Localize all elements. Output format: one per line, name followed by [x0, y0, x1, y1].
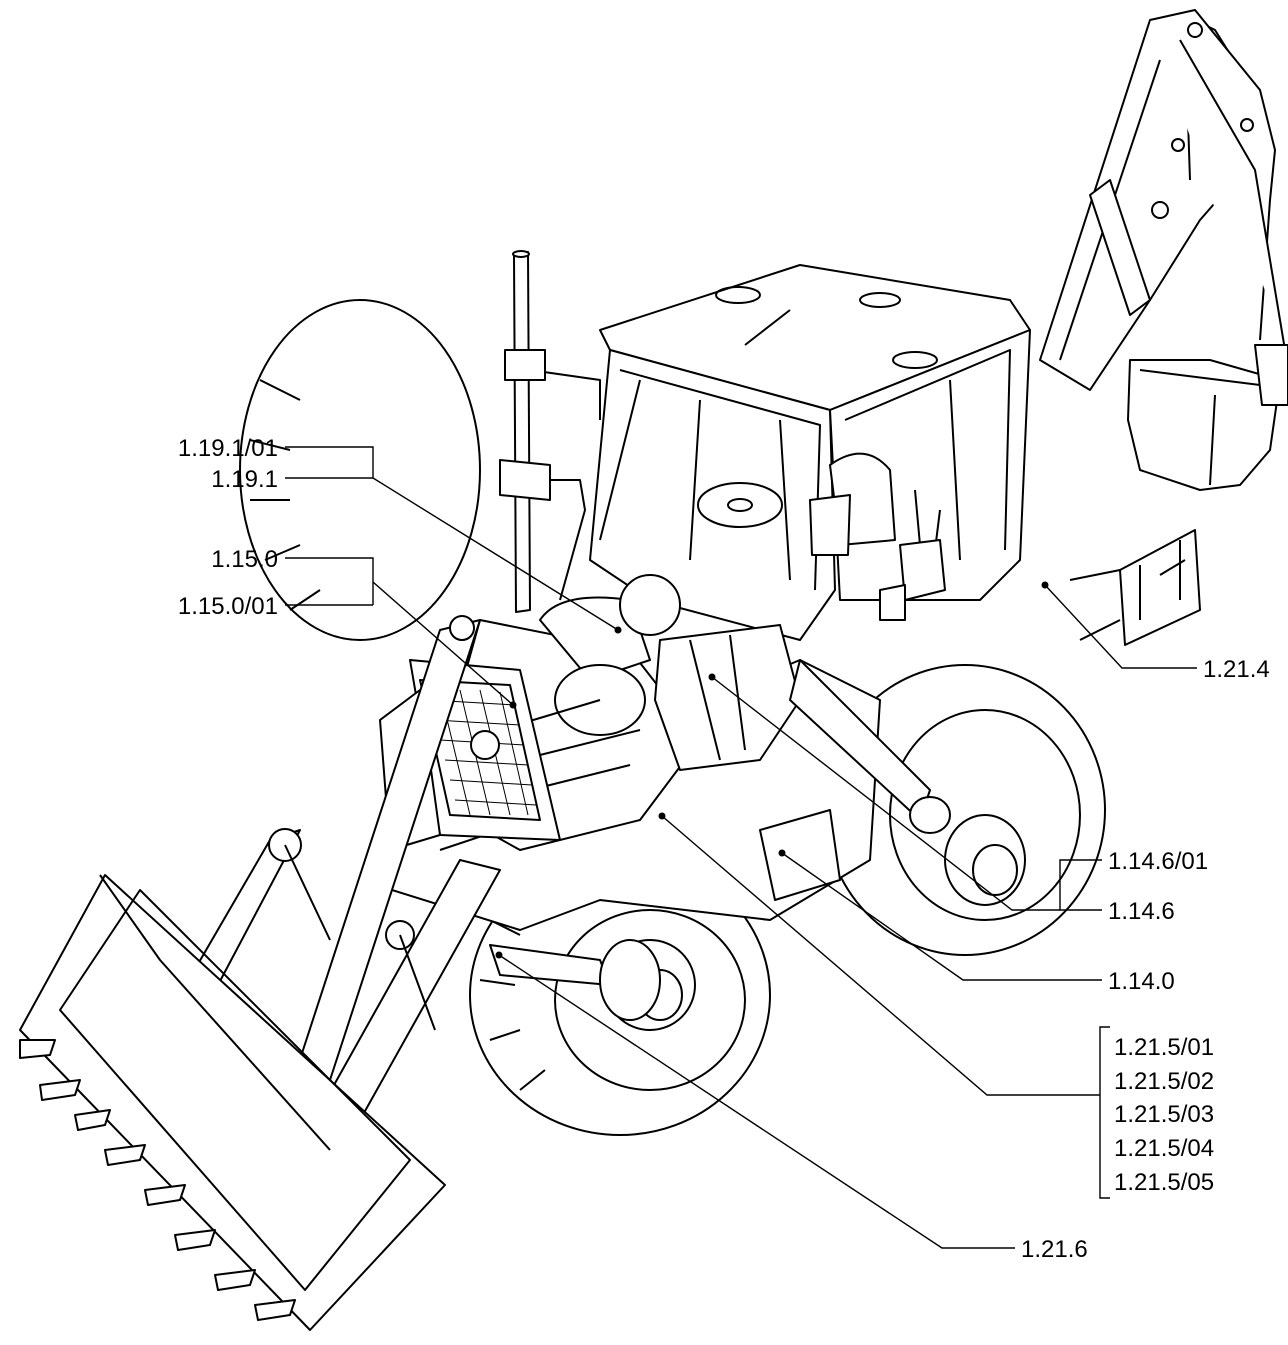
callout-1-21-5-05: 1.21.5/05: [1114, 1169, 1214, 1196]
callout-labels: 1.19.1/01 1.19.1 1.15.0 1.15.0/01 1.21.4…: [178, 435, 1270, 1263]
callout-1-15-0-01: 1.15.0/01: [178, 593, 278, 620]
front-bucket: [19, 874, 446, 1331]
callout-1-21-5-03: 1.21.5/03: [1114, 1101, 1214, 1128]
loader-arms: [179, 615, 501, 1121]
rear-left-wheel: [239, 299, 481, 641]
bucket-teeth: [19, 1039, 296, 1321]
rear-axle: [789, 659, 951, 834]
dot-1-14-6: [708, 673, 716, 681]
callout-1-15-0: 1.15.0: [211, 546, 278, 573]
callout-1-19-1: 1.19.1: [211, 466, 278, 493]
leader-lines: [285, 446, 1197, 1249]
callout-1-21-4: 1.21.4: [1203, 656, 1270, 683]
dot-1-21-5: [658, 812, 666, 820]
dot-1-21-4: [1041, 581, 1049, 589]
callout-1-21-6: 1.21.6: [1021, 1236, 1088, 1263]
callout-1-14-6: 1.14.6: [1108, 898, 1175, 925]
backhoe-arm: [1039, 9, 1288, 491]
dot-1-21-6: [495, 951, 503, 959]
rear-stabilizer: [1069, 529, 1201, 646]
front-axle: [489, 939, 661, 1021]
callout-1-14-6-01: 1.14.6/01: [1108, 848, 1208, 875]
dot-1-14-0: [778, 849, 786, 857]
cab: [589, 264, 1031, 641]
transmission: [654, 624, 801, 771]
exhaust-and-mirror: [499, 250, 601, 613]
callout-1-19-1-01: 1.19.1/01: [178, 435, 278, 462]
dot-1-15-0: [509, 701, 517, 709]
callout-1-21-5-04: 1.21.5/04: [1114, 1135, 1214, 1162]
callout-1-21-5-02: 1.21.5/02: [1114, 1068, 1214, 1095]
dot-1-19-1: [614, 626, 622, 634]
callout-1-14-0: 1.14.0: [1108, 968, 1175, 995]
leader-dots: [495, 581, 1049, 959]
backhoe-loader-illustration: [19, 9, 1288, 1331]
callout-1-21-5-01: 1.21.5/01: [1114, 1034, 1214, 1061]
